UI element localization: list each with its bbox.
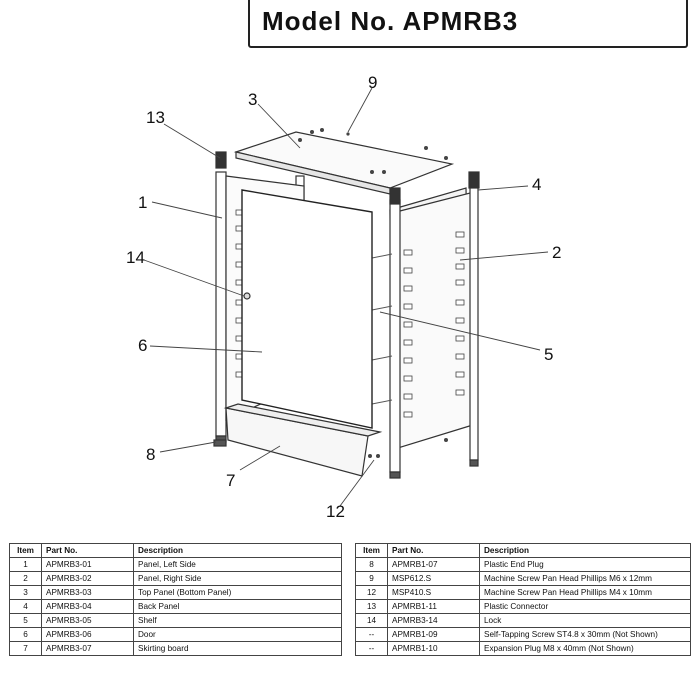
cell-item: 7 (9, 641, 42, 656)
cell-part-no: APMRB3-02 (41, 571, 134, 586)
cell-description: Plastic End Plug (479, 557, 691, 572)
callout-13: 13 (146, 108, 165, 127)
plastic-connector-left (215, 151, 227, 169)
cell-item: 3 (9, 585, 42, 600)
callout-2: 2 (552, 243, 562, 262)
col-header-part-no: Part No. (387, 543, 480, 558)
cell-description: Plastic Connector (479, 599, 691, 614)
cell-part-no: APMRB3-04 (41, 599, 134, 614)
callout-4: 4 (532, 175, 542, 194)
cell-item: 4 (9, 599, 42, 614)
cell-item: 12 (355, 585, 388, 600)
cell-part-no: MSP410.S (387, 585, 480, 600)
door (241, 189, 373, 429)
table-header-row: Item Part No. Description (355, 543, 691, 558)
cell-description: Shelf (133, 613, 342, 628)
cell-part-no: APMRB3-07 (41, 641, 134, 656)
callout-5: 5 (544, 345, 554, 364)
cell-item: 8 (355, 557, 388, 572)
cell-item: 1 (9, 557, 42, 572)
cell-item: 6 (9, 627, 42, 642)
leader-lines (143, 87, 549, 507)
cell-description: Machine Screw Pan Head Phillips M4 x 10m… (479, 585, 691, 600)
callout-8: 8 (146, 445, 156, 464)
right-rear-foot (469, 459, 479, 467)
plastic-end-plug (213, 439, 227, 447)
cell-description: Self-Tapping Screw ST4.8 x 30mm (Not Sho… (479, 627, 691, 642)
cell-description: Panel, Left Side (133, 557, 342, 572)
plastic-connector-right-front (389, 187, 401, 205)
right-front-foot (389, 471, 401, 479)
cell-part-no: APMRB3-01 (41, 557, 134, 572)
model-title-box: Model No. APMRB3 (248, 0, 688, 48)
left-front-leg (215, 171, 227, 437)
callout-9: 9 (368, 73, 378, 92)
cell-part-no: APMRB3-06 (41, 627, 134, 642)
cell-description: Top Panel (Bottom Panel) (133, 585, 342, 600)
cell-item: 14 (355, 613, 388, 628)
callout-6: 6 (138, 336, 148, 355)
cell-description: Back Panel (133, 599, 342, 614)
cell-description: Door (133, 627, 342, 642)
cell-part-no: APMRB1-10 (387, 641, 480, 656)
callout-7: 7 (226, 471, 236, 490)
right-front-leg (389, 199, 401, 473)
callout-1: 1 (138, 193, 148, 212)
callout-14: 14 (126, 248, 145, 267)
cell-description: Machine Screw Pan Head Phillips M6 x 12m… (479, 571, 691, 586)
plastic-connector-right-rear (468, 171, 480, 189)
cell-description: Skirting board (133, 641, 342, 656)
exploded-cabinet-diagram (143, 87, 549, 507)
col-header-description: Description (133, 543, 342, 558)
cell-description: Panel, Right Side (133, 571, 342, 586)
cell-part-no: MSP612.S (387, 571, 480, 586)
right-rear-leg (469, 183, 479, 461)
cell-description: Expansion Plug M8 x 40mm (Not Shown) (479, 641, 691, 656)
cell-part-no: APMRB1-09 (387, 627, 480, 642)
col-header-item: Item (9, 543, 42, 558)
cell-item: 13 (355, 599, 388, 614)
col-header-part-no: Part No. (41, 543, 134, 558)
col-header-description: Description (479, 543, 691, 558)
cell-item: -- (355, 641, 388, 656)
shelves (371, 253, 393, 405)
right-panel-slots (403, 231, 465, 418)
callout-12: 12 (326, 502, 345, 521)
callout-3: 3 (248, 90, 258, 109)
cell-part-no: APMRB3-05 (41, 613, 134, 628)
cell-part-no: APMRB3-14 (387, 613, 480, 628)
cell-item: -- (355, 627, 388, 642)
cell-part-no: APMRB3-03 (41, 585, 134, 600)
col-header-item: Item (355, 543, 388, 558)
cell-part-no: APMRB1-11 (387, 599, 480, 614)
cell-item: 5 (9, 613, 42, 628)
door-lock (243, 292, 251, 300)
cell-description: Lock (479, 613, 691, 628)
table-header-row: Item Part No. Description (9, 543, 342, 558)
cell-item: 9 (355, 571, 388, 586)
model-title: Model No. APMRB3 (262, 6, 519, 36)
cell-part-no: APMRB1-07 (387, 557, 480, 572)
cell-item: 2 (9, 571, 42, 586)
screws (298, 128, 448, 458)
